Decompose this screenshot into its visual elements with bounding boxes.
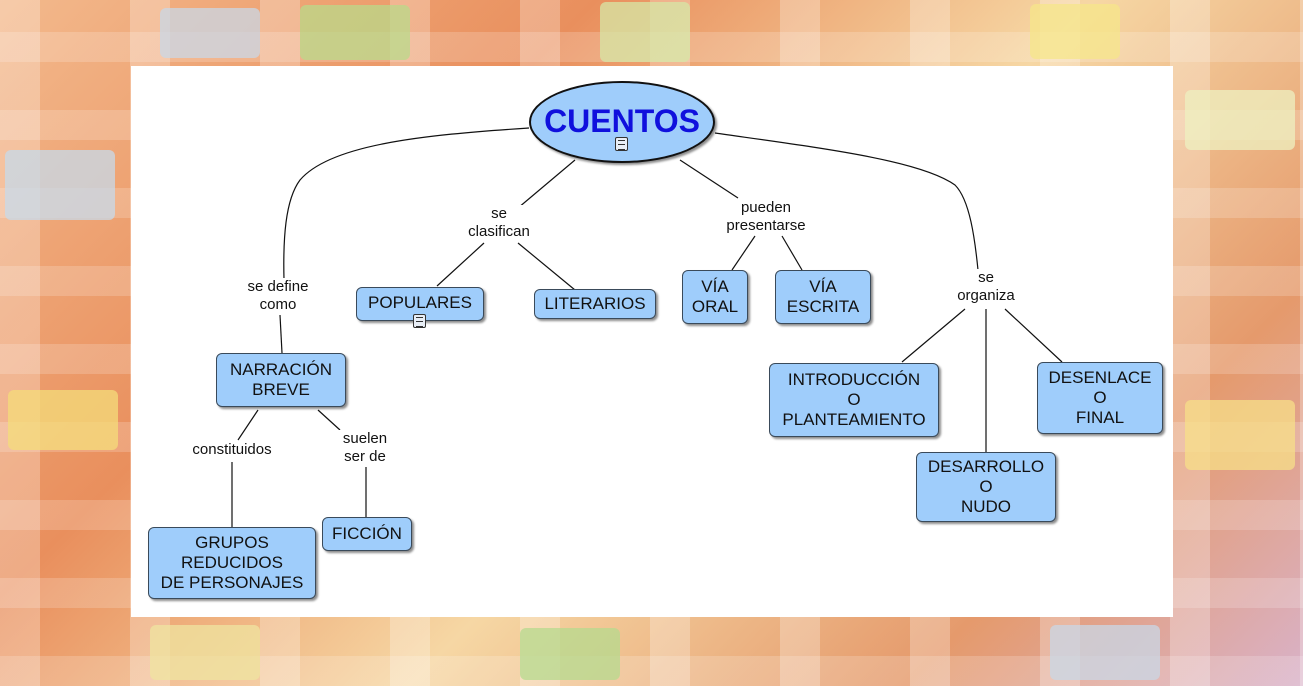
concept-narracion-breve[interactable]: NARRACIÓN BREVE [216,353,346,407]
concept-literarios[interactable]: LITERARIOS [534,289,656,319]
background-tile [1050,625,1160,680]
background-tile [160,8,260,58]
concept-via-oral[interactable]: VÍA ORAL [682,270,748,324]
link-label-suelen-ser-de: suelen ser de [334,430,396,466]
document-icon[interactable] [615,137,628,151]
background-tile [300,5,410,60]
link-label-se-clasifican: se clasifican [460,205,538,241]
concept-desarrollo[interactable]: DESARROLLO O NUDO [916,452,1056,522]
link-label-constituidos: constituidos [186,441,278,459]
concept-grupos-reducidos[interactable]: GRUPOS REDUCIDOS DE PERSONAJES [148,527,316,599]
background-tile [5,150,115,220]
background-tile [1030,4,1120,59]
background-tile [1185,400,1295,470]
background-tile [150,625,260,680]
concept-via-escrita[interactable]: VÍA ESCRITA [775,270,871,324]
background-tile [520,628,620,680]
background-tile [8,390,118,450]
link-label-se-define-como: se define como [240,278,316,314]
background-tile [1185,90,1295,150]
concept-introduccion[interactable]: INTRODUCCIÓN O PLANTEAMIENTO [769,363,939,437]
background-tile [600,2,690,62]
link-label-se-organiza: se organiza [950,269,1022,305]
concept-ficcion[interactable]: FICCIÓN [322,517,412,551]
document-icon[interactable] [413,314,426,328]
concept-desenlace[interactable]: DESENLACE O FINAL [1037,362,1163,434]
root-concept-label: CUENTOS [544,103,700,139]
link-label-pueden-presentarse: pueden presentarse [720,199,812,235]
